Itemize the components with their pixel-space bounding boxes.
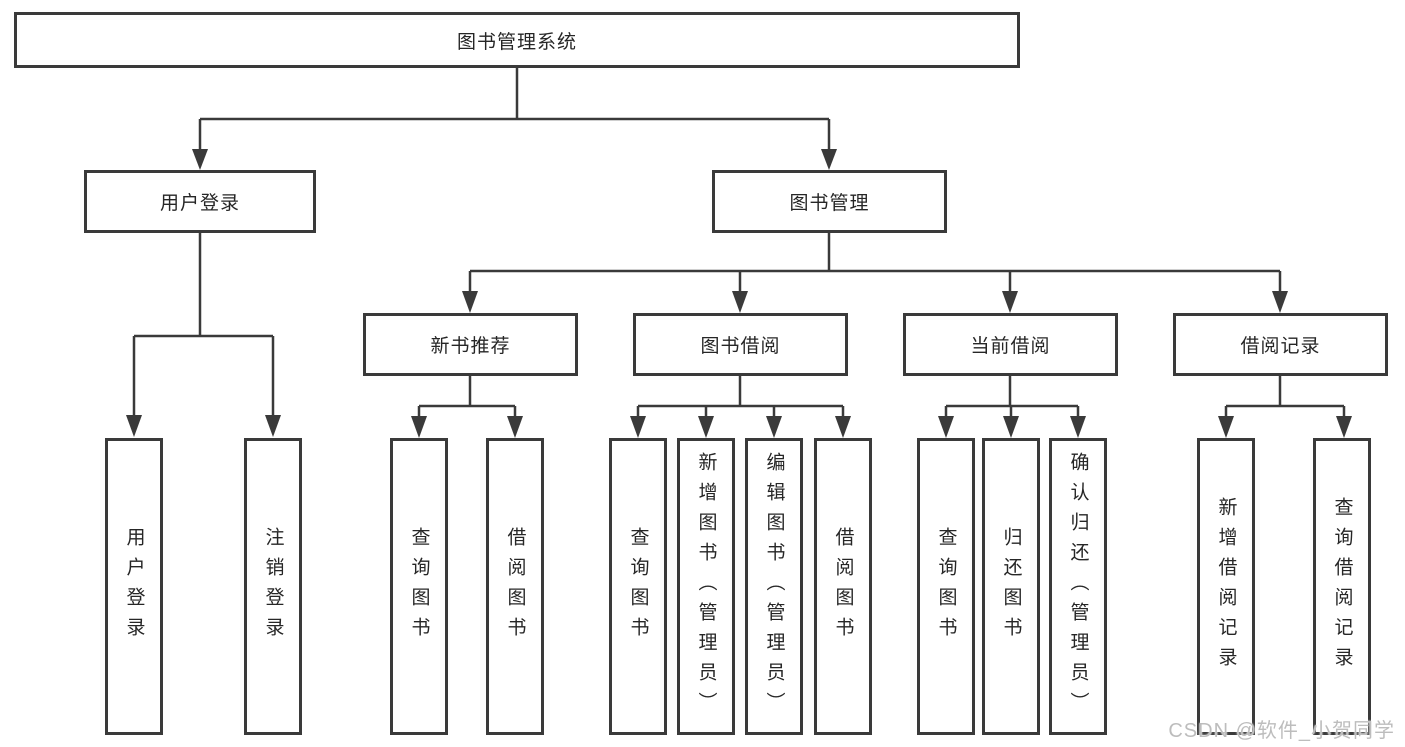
connector-borrowing-records-to-leaves: [1218, 376, 1352, 438]
leaf-confirm-return-admin: 确认归还（管理员）: [1049, 438, 1107, 735]
leaf-borrow-books-recommend: 借阅图书: [486, 438, 544, 735]
arrowhead-icon: [698, 416, 714, 438]
node-label: 确认归还（管理员）: [1067, 451, 1089, 722]
node-label: 用户登录: [159, 193, 240, 214]
node-label: 用户登录: [123, 526, 145, 647]
arrowhead-icon: [192, 149, 208, 170]
arrowhead-icon: [630, 416, 646, 438]
leaf-borrow-books-borrowing: 借阅图书: [814, 438, 872, 735]
node-book-management: 图书管理: [712, 170, 947, 233]
node-root-system: 图书管理系统: [14, 12, 1020, 68]
leaf-query-books-current: 查询图书: [917, 438, 975, 735]
arrowhead-icon: [1070, 416, 1086, 438]
arrowhead-icon: [462, 291, 478, 313]
connector-user-login-to-leaves: [126, 233, 281, 437]
watermark: CSDN @软件_小贺同学: [1168, 720, 1395, 742]
connector-book-borrowing-to-leaves: [630, 376, 851, 438]
arrowhead-icon: [766, 416, 782, 438]
leaf-logout: 注销登录: [244, 438, 302, 735]
node-label: 借阅记录: [1240, 336, 1321, 357]
leaf-user-login: 用户登录: [105, 438, 163, 735]
node-label: 当前借阅: [970, 336, 1051, 357]
arrowhead-icon: [1003, 416, 1019, 438]
arrowhead-icon: [1218, 416, 1234, 438]
node-label: 图书管理系统: [456, 31, 577, 53]
node-borrowing-records: 借阅记录: [1173, 313, 1388, 376]
node-label: 图书借阅: [700, 336, 781, 357]
leaf-query-books-borrowing: 查询图书: [609, 438, 667, 735]
arrowhead-icon: [411, 416, 427, 438]
arrowhead-icon: [1336, 416, 1352, 438]
arrowhead-icon: [1002, 291, 1018, 313]
connector-root-to-level2: [192, 68, 837, 170]
node-label: 注销登录: [262, 526, 284, 647]
leaf-edit-book-admin: 编辑图书（管理员）: [745, 438, 803, 735]
arrowhead-icon: [265, 415, 281, 437]
node-label: 查询图书: [935, 526, 957, 647]
arrowhead-icon: [507, 416, 523, 438]
leaf-query-borrow-record: 查询借阅记录: [1313, 438, 1371, 735]
arrowhead-icon: [126, 415, 142, 437]
connector-book-management-to-level3: [462, 233, 1288, 313]
leaf-return-books: 归还图书: [982, 438, 1040, 735]
node-label: 图书管理: [789, 193, 870, 214]
connector-new-book-recommend-to-leaves: [411, 376, 523, 438]
node-label: 归还图书: [1000, 526, 1022, 647]
arrowhead-icon: [1272, 291, 1288, 313]
node-current-borrowing: 当前借阅: [903, 313, 1118, 376]
node-book-borrowing: 图书借阅: [633, 313, 848, 376]
arrowhead-icon: [835, 416, 851, 438]
node-new-book-recommend: 新书推荐: [363, 313, 578, 376]
leaf-query-books-recommend: 查询图书: [390, 438, 448, 735]
arrowhead-icon: [732, 291, 748, 313]
node-label: 借阅图书: [504, 526, 526, 647]
node-label: 查询图书: [627, 526, 649, 647]
node-label: 借阅图书: [832, 526, 854, 647]
leaf-add-borrow-record: 新增借阅记录: [1197, 438, 1255, 735]
connector-current-borrowing-to-leaves: [938, 376, 1086, 438]
node-label: 查询借阅记录: [1331, 496, 1353, 677]
node-label: 新增图书（管理员）: [695, 451, 717, 722]
leaf-add-book-admin: 新增图书（管理员）: [677, 438, 735, 735]
node-user-login: 用户登录: [84, 170, 316, 233]
node-label: 新增借阅记录: [1215, 496, 1237, 677]
arrowhead-icon: [821, 149, 837, 170]
node-label: 查询图书: [408, 526, 430, 647]
node-label: 新书推荐: [430, 336, 511, 357]
arrowhead-icon: [938, 416, 954, 438]
node-label: 编辑图书（管理员）: [763, 451, 785, 722]
